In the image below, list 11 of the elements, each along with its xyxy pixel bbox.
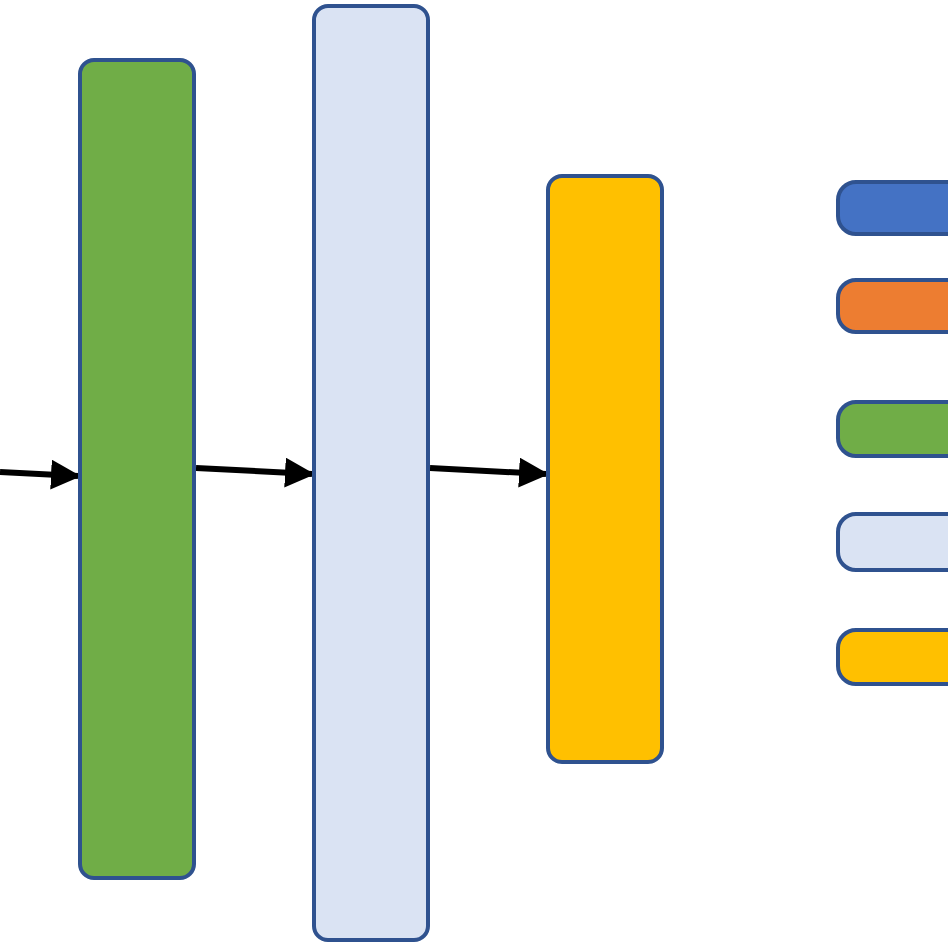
- layer-bar: [78, 58, 196, 880]
- layer-bar: [546, 174, 664, 764]
- arrow: [0, 459, 81, 490]
- arrow: [429, 457, 549, 488]
- legend-box: [836, 278, 948, 334]
- arrow: [195, 457, 315, 488]
- legend-box: [836, 628, 948, 686]
- layer-bar: [312, 4, 430, 942]
- legend-box: [836, 512, 948, 572]
- legend-box: [836, 180, 948, 236]
- legend-box: [836, 400, 948, 458]
